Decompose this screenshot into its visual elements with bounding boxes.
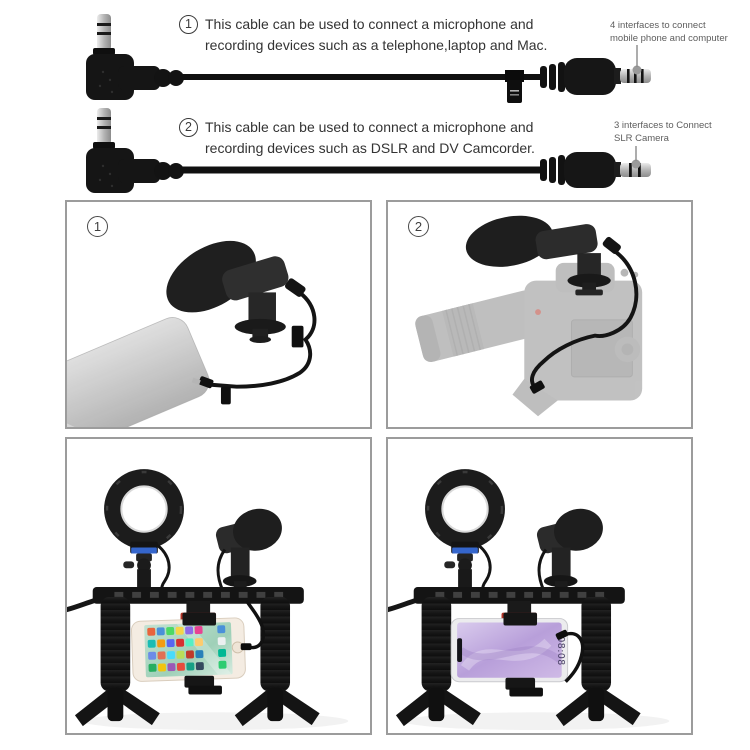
instruction-2-line1: This cable can be used to connect a micr… <box>205 119 534 135</box>
android-clock: 08:08 <box>555 636 566 665</box>
instruction-1-line2: recording devices such as a telephone,la… <box>205 37 548 53</box>
app-icon <box>166 639 175 648</box>
instruction-1-line1: This cable can be used to connect a micr… <box>205 16 534 32</box>
usb-cable <box>555 629 585 683</box>
app-icon <box>195 662 204 671</box>
microphone <box>166 240 306 343</box>
app-icon <box>175 626 184 635</box>
callout-2-line1: 3 interfaces to Connect <box>614 120 712 131</box>
app-icon <box>157 651 166 660</box>
ghost-dslr-camera <box>415 262 643 417</box>
panel-1-number: 1 <box>93 219 102 234</box>
callout-2-line2: SLR Camera <box>614 132 669 144</box>
cable-tag <box>505 70 524 103</box>
app-icon <box>195 650 204 659</box>
instruction-2-text: This cable can be used to connect a micr… <box>205 117 535 159</box>
instruction-2-line2: recording devices such as DSLR and DV Ca… <box>205 140 535 156</box>
app-icon <box>157 663 167 672</box>
android-phone: 08:08 <box>450 618 569 683</box>
circled-number-1-icon: 1 <box>179 15 198 34</box>
app-icon <box>167 663 176 672</box>
instruction-1-text: This cable can be used to connect a micr… <box>205 14 547 56</box>
cable-1-photo <box>86 14 651 103</box>
panel-mic-on-dslr: 2 <box>386 200 693 429</box>
instruction-1: 1 This cable can be used to connect a mi… <box>179 14 579 56</box>
iphone-app-grid <box>147 626 204 672</box>
cable-2-photo <box>86 108 651 193</box>
app-icon <box>157 639 166 648</box>
ghost-phone <box>67 317 210 427</box>
phone-plug <box>191 376 214 389</box>
panel-mic-on-phone: 1 <box>65 200 372 429</box>
app-icon <box>147 639 156 648</box>
callout-cable-1: 4 interfaces to connect mobile phone and… <box>610 20 728 45</box>
usb-cable <box>240 599 266 651</box>
panel-rig-with-iphone <box>65 437 372 735</box>
instruction-2: 2 This cable can be used to connect a mi… <box>179 117 579 159</box>
app-icon <box>147 627 156 636</box>
app-icon <box>176 638 185 647</box>
microphone <box>465 215 621 296</box>
panel-1-number-badge: 1 <box>87 216 108 237</box>
app-icon <box>148 651 157 660</box>
mic-cable <box>191 290 317 405</box>
callout-1-line2: mobile phone and computer <box>610 32 728 44</box>
iphone <box>130 617 246 682</box>
app-icon <box>185 626 194 635</box>
app-icon <box>185 650 194 659</box>
phone-clamp <box>503 612 543 697</box>
camera-notch <box>457 638 463 662</box>
panel-rig-with-android: 08:08 <box>386 437 693 735</box>
cables-illustration <box>86 14 651 193</box>
panel-2-number-badge: 2 <box>408 216 429 237</box>
app-icon <box>176 662 185 671</box>
panel-2-number: 2 <box>414 219 423 234</box>
app-icon <box>186 662 195 671</box>
app-icon <box>148 663 157 672</box>
app-icon <box>185 638 194 647</box>
circled-number-2-icon: 2 <box>179 118 198 137</box>
app-icon <box>156 627 165 636</box>
callout-1-line1: 4 interfaces to connect <box>610 20 706 31</box>
app-icon <box>166 627 175 636</box>
app-icon <box>195 638 204 647</box>
phone-clamp <box>182 612 222 695</box>
mic-cable <box>529 249 639 394</box>
app-icon <box>194 626 203 635</box>
app-icon <box>176 650 185 659</box>
app-icon <box>167 651 176 660</box>
callout-cable-2: 3 interfaces to Connect SLR Camera <box>614 120 712 145</box>
